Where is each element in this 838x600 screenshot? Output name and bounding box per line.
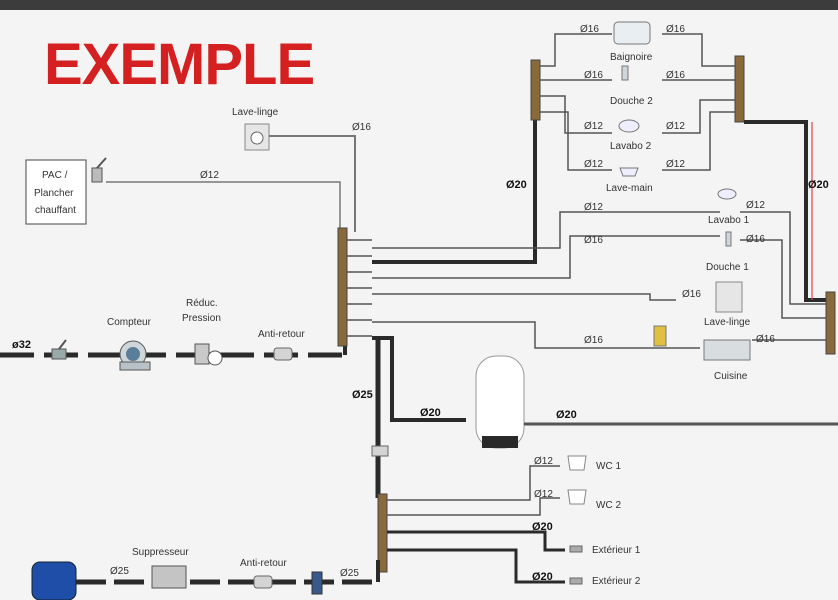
wc1-label: WC 1	[596, 461, 621, 472]
washer-label: Lave-linge	[704, 317, 751, 328]
water-meter-icon	[119, 340, 151, 371]
lavabo1-label: Lavabo 1	[708, 215, 750, 226]
wc2-label: WC 2	[596, 500, 621, 511]
lavemain-icon	[619, 167, 639, 177]
cold-riser-pipe	[372, 118, 537, 264]
top-manifold-right	[734, 55, 745, 123]
booster-pump-icon	[151, 565, 187, 589]
heat-pump-box	[25, 159, 87, 225]
washer-cold-pipe	[372, 293, 676, 301]
booster-label: Suppresseur	[132, 547, 189, 558]
lavabo1-cold-diameter: Ø12	[584, 202, 603, 213]
trunk-check-valve-icon	[371, 445, 389, 457]
bathtub-label: Baignoire	[610, 52, 653, 63]
bathtub-icon	[613, 21, 651, 45]
lavabo1-hot-diameter: Ø12	[746, 200, 765, 211]
washer-cold-diameter: Ø16	[682, 289, 701, 300]
kitchen-hot-diameter: Ø16	[756, 334, 775, 345]
rain-out-diameter: Ø25	[340, 568, 359, 579]
shutoff-valve-icon	[51, 339, 67, 360]
heater-feed-diameter: Ø20	[420, 407, 441, 419]
heater-out-diameter: Ø20	[556, 409, 577, 421]
ext1-tap-icon	[569, 545, 583, 553]
rain-tank-icon	[31, 561, 77, 600]
shower2-label: Douche 2	[610, 96, 653, 107]
main-diameter-label: ø32	[12, 339, 31, 351]
kitchen-sink-icon	[703, 339, 751, 361]
lower-outdoor-pipes	[387, 530, 565, 584]
rain-check-valve-icon	[253, 575, 273, 589]
wc1-icon	[567, 455, 587, 471]
bathtub-d-left: Ø16	[580, 24, 599, 35]
reducer-label-1: Réduc.	[186, 298, 218, 309]
heat-pump-label-1: PAC /	[42, 170, 68, 181]
meter-label: Compteur	[107, 317, 152, 328]
ext2-diameter: Ø20	[532, 571, 553, 583]
ext1-label: Extérieur 1	[592, 545, 641, 556]
heater-feed-pipe	[372, 336, 466, 422]
check-valve-icon	[273, 347, 293, 361]
hot-branch-pipes	[740, 211, 826, 341]
shower1-icon	[725, 231, 732, 247]
pac-valve-icon	[91, 157, 107, 183]
shower1-label: Douche 1	[706, 262, 749, 273]
heat-pump-label-3: chauffant	[35, 205, 76, 216]
pac-pipe	[106, 181, 341, 228]
hot-riser-pipe	[744, 120, 826, 302]
ext1-diameter: Ø20	[532, 521, 553, 533]
wc2-icon	[567, 489, 587, 505]
ext2-label: Extérieur 2	[592, 576, 641, 587]
douche1-cold-diameter: Ø16	[584, 235, 603, 246]
lavemain-label: Lave-main	[606, 183, 653, 194]
wc1-diameter: Ø12	[534, 456, 553, 467]
check-valve-label: Anti-retour	[258, 329, 305, 340]
top-washer-label: Lave-linge	[232, 107, 279, 118]
kitchen-cold-diameter: Ø16	[584, 335, 603, 346]
cold-riser-diameter: Ø20	[506, 179, 527, 191]
hot-riser-diameter: Ø20	[808, 179, 829, 191]
lower-branch-pipes	[387, 465, 560, 516]
washer-valve-icon	[653, 325, 667, 347]
shower2-icon	[621, 65, 629, 81]
reducer-label-2: Pression	[182, 313, 221, 324]
bathtub-d-right: Ø16	[666, 24, 685, 35]
lavabo2-label: Lavabo 2	[610, 141, 652, 152]
lavemain-d-left: Ø12	[584, 159, 603, 170]
douche1-hot-diameter: Ø16	[746, 234, 765, 245]
diagram-title: EXEMPLE	[44, 32, 314, 97]
washer-pipe	[269, 135, 356, 232]
lavabo2-d-left: Ø12	[584, 121, 603, 132]
kitchen-cold-pipe	[372, 321, 700, 349]
top-fixture-pipes	[540, 33, 735, 171]
lavemain-d-right: Ø12	[666, 159, 685, 170]
shower2-d-right: Ø16	[666, 70, 685, 81]
diagram-background	[0, 10, 838, 600]
top-manifold-left	[530, 59, 541, 121]
washer-diameter-label: Ø16	[352, 122, 371, 133]
rain-in-diameter: Ø25	[110, 566, 129, 577]
rain-filter-icon	[311, 571, 323, 595]
rain-check-valve-label: Anti-retour	[240, 558, 287, 569]
washer-icon	[715, 281, 743, 313]
water-heater-icon	[475, 355, 525, 449]
cold-trunk-diameter: Ø25	[352, 389, 373, 401]
top-band	[0, 0, 838, 10]
hot-manifold	[825, 291, 836, 355]
douche1-cold-pipe	[372, 235, 720, 279]
cold-manifold	[337, 227, 372, 347]
heat-pump-label-2: Plancher	[34, 188, 74, 199]
lavabo1-icon	[717, 188, 737, 200]
lavabo2-d-right: Ø12	[666, 121, 685, 132]
pressure-reducer-icon	[194, 343, 223, 366]
ext2-tap-icon	[569, 577, 583, 585]
shower2-d-left: Ø16	[584, 70, 603, 81]
lavabo1-cold-pipe	[372, 211, 720, 249]
wc2-diameter: Ø12	[534, 489, 553, 500]
kitchen-label: Cuisine	[714, 371, 748, 382]
pac-diameter-label: Ø12	[200, 170, 219, 181]
lavabo2-icon	[618, 119, 640, 133]
